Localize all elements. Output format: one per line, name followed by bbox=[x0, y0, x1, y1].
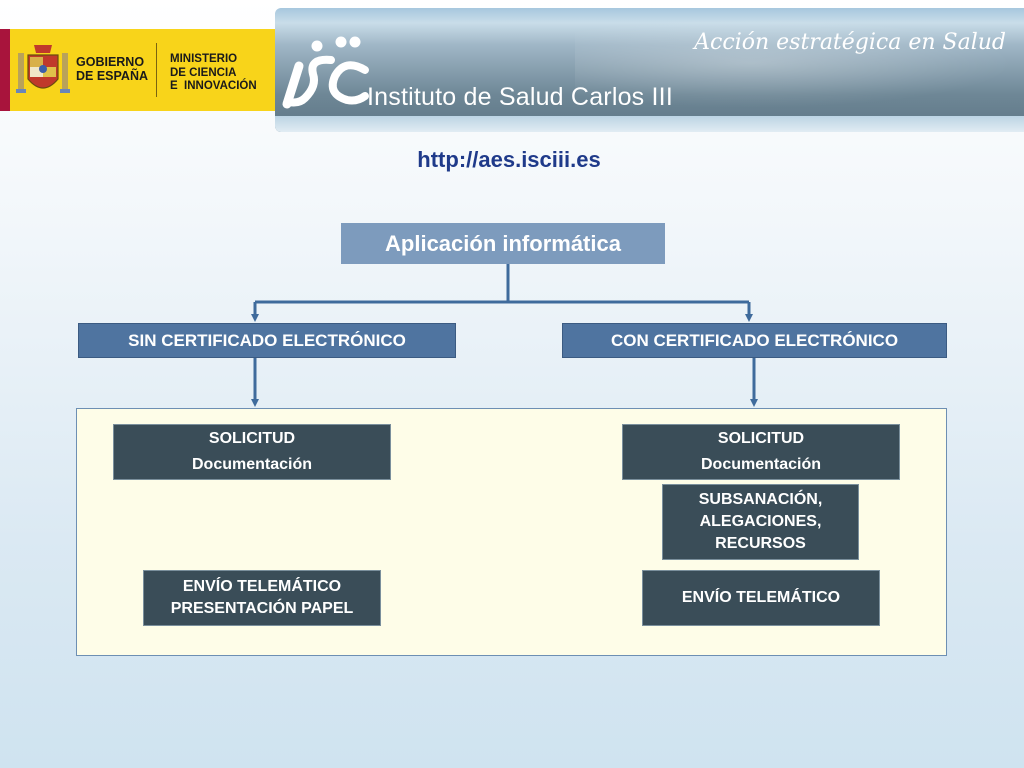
flag-stripe bbox=[0, 29, 10, 111]
banner-bottom-band bbox=[275, 116, 1024, 132]
subsanacion-con-cert-node: SUBSANACIÓN, ALEGACIONES, RECURSOS bbox=[662, 484, 859, 560]
ministry-line-2: DE CIENCIA bbox=[170, 66, 237, 79]
gobierno-ministerio-logo: GOBIERNO DE ESPAÑA MINISTERIO DE CIENCIA… bbox=[0, 29, 279, 111]
sin-certificado-node: SIN CERTIFICADO ELECTRÓNICO bbox=[78, 323, 456, 358]
isc-logo-icon bbox=[282, 36, 369, 109]
gov-line-1: GOBIERNO bbox=[76, 55, 145, 69]
step-line: RECURSOS bbox=[715, 535, 806, 552]
banner-smoke-texture bbox=[575, 18, 1015, 108]
logo-divider bbox=[156, 43, 157, 97]
envio-telematico-con-cert-node: ENVÍO TELEMÁTICO bbox=[642, 570, 880, 626]
solicitud-sin-cert-node: SOLICITUD Documentación bbox=[113, 424, 391, 480]
ministry-line-1: MINISTERIO bbox=[170, 53, 238, 65]
ministerio-text: MINISTERIO DE CIENCIA E INNOVACIÓN bbox=[170, 53, 257, 94]
solicitud-con-cert-node: SOLICITUD Documentación bbox=[622, 424, 900, 480]
institute-name: Instituto de Salud Carlos III bbox=[367, 83, 673, 111]
isciii-banner: Instituto de Salud Carlos III Acción est… bbox=[275, 8, 1024, 132]
step-line: PRESENTACIÓN PAPEL bbox=[170, 600, 354, 617]
step-line: SUBSANACIÓN, bbox=[698, 491, 823, 508]
step-line: ENVÍO TELEMÁTICO bbox=[182, 578, 342, 595]
envio-papel-sin-cert-node: ENVÍO TELEMÁTICO PRESENTACIÓN PAPEL bbox=[143, 570, 381, 626]
aplicacion-informatica-node: Aplicación informática bbox=[341, 223, 665, 264]
step-line: Documentación bbox=[700, 455, 821, 473]
tagline: Acción estratégica en Salud bbox=[694, 30, 1006, 55]
con-certificado-node: CON CERTIFICADO ELECTRÓNICO bbox=[562, 323, 947, 358]
gov-line-2: DE ESPAÑA bbox=[76, 69, 149, 83]
step-line: ENVÍO TELEMÁTICO bbox=[681, 589, 841, 606]
coat-of-arms-icon bbox=[16, 45, 70, 93]
step-line: ALEGACIONES, bbox=[699, 513, 822, 530]
step-line: Documentación bbox=[191, 455, 312, 473]
website-url-link[interactable]: http://aes.isciii.es bbox=[417, 147, 601, 172]
ministry-line-3: E INNOVACIÓN bbox=[170, 80, 257, 92]
step-line: SOLICITUD bbox=[208, 430, 296, 447]
gobierno-text: GOBIERNO DE ESPAÑA bbox=[76, 55, 148, 83]
step-line: SOLICITUD bbox=[717, 430, 805, 447]
